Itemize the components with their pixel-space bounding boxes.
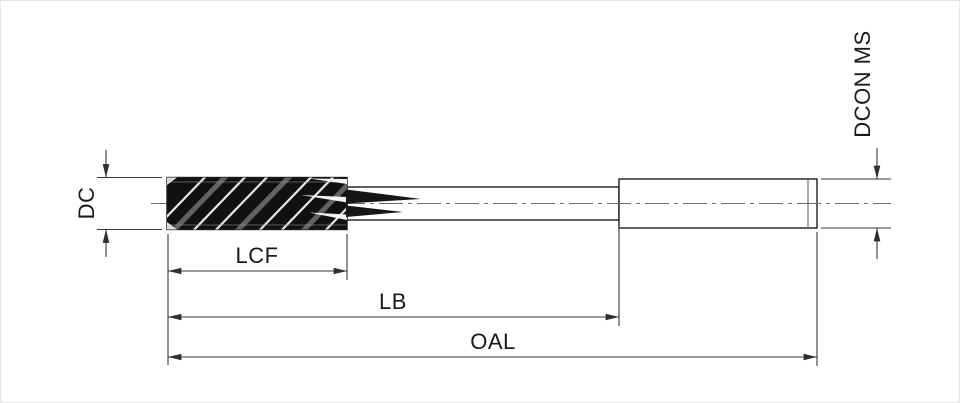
dim-lcf: LCF [167,234,348,280]
lb-label: LB [379,289,407,314]
dim-lb: LB [167,225,620,326]
lcf-label: LCF [235,243,278,268]
flute-section [166,176,348,231]
flute-runout-points [346,189,421,217]
dcon-ms-label: DCON MS [850,30,875,137]
tool-silhouette [151,176,891,231]
oal-label: OAL [470,329,516,354]
dim-dcon-ms: DCON MS [821,30,891,259]
dim-oal: OAL [167,232,818,366]
flute-streaks [167,177,347,230]
flute-body [166,176,348,231]
dimensions: DC DCON MS LCF LB OAL [74,30,891,366]
dc-label: DC [74,187,99,220]
dim-dc: DC [74,150,162,257]
